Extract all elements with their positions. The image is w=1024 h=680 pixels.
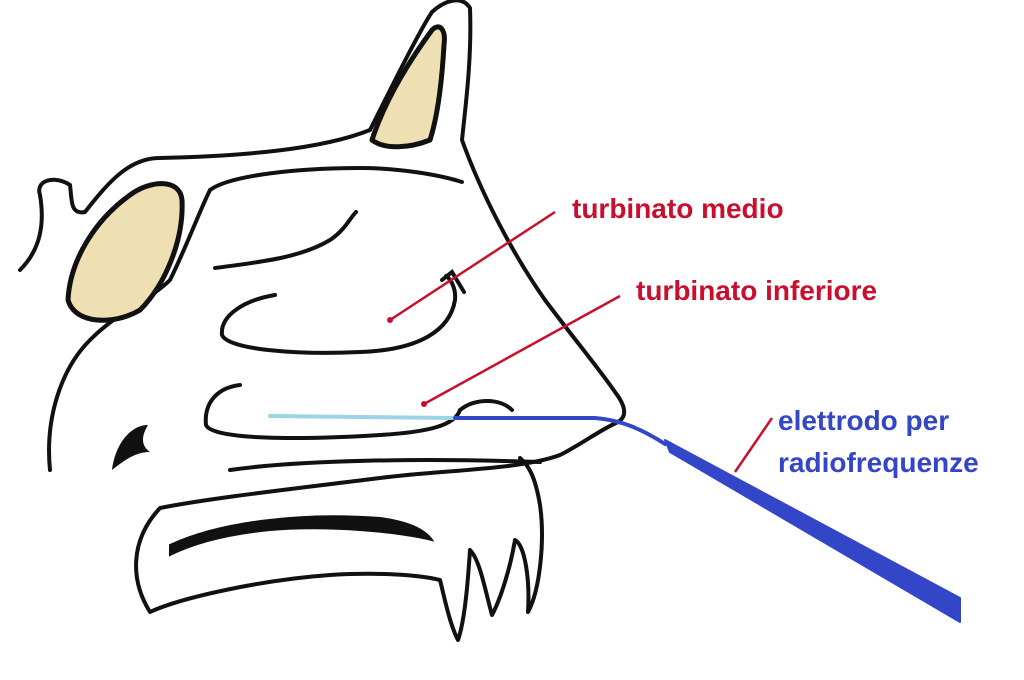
label-electrode-line2: radiofrequenze — [778, 447, 979, 478]
frontal-sinus — [369, 24, 447, 150]
sphenoid-sinus — [65, 181, 185, 323]
electrode-handle — [664, 439, 961, 623]
hard-palate — [169, 515, 435, 557]
leader-line-inferior-turbinate — [423, 294, 621, 406]
leader-dot-inferior-turbinate — [421, 401, 427, 407]
posterior-outline — [18, 128, 372, 272]
middle-turbinate-mark — [440, 269, 466, 294]
label-inferior-turbinate: turbinato inferiore — [636, 275, 877, 306]
electrode-tip — [268, 414, 457, 420]
face-outline — [134, 0, 627, 642]
leader-line-middle-turbinate — [389, 210, 556, 322]
leader-line-electrode — [733, 417, 774, 473]
leader-dot-middle-turbinate — [387, 317, 393, 323]
superior-turbinate — [213, 210, 358, 270]
electrode-shaft — [453, 416, 667, 446]
label-middle-turbinate: turbinato medio — [572, 193, 784, 224]
eustachian-opening — [112, 425, 150, 470]
label-electrode-line1: elettrodo per — [778, 405, 949, 436]
posterior-wall — [47, 165, 464, 472]
inferior-turbinate — [203, 383, 514, 440]
nasal-floor — [228, 458, 542, 472]
middle-turbinate — [219, 274, 458, 355]
